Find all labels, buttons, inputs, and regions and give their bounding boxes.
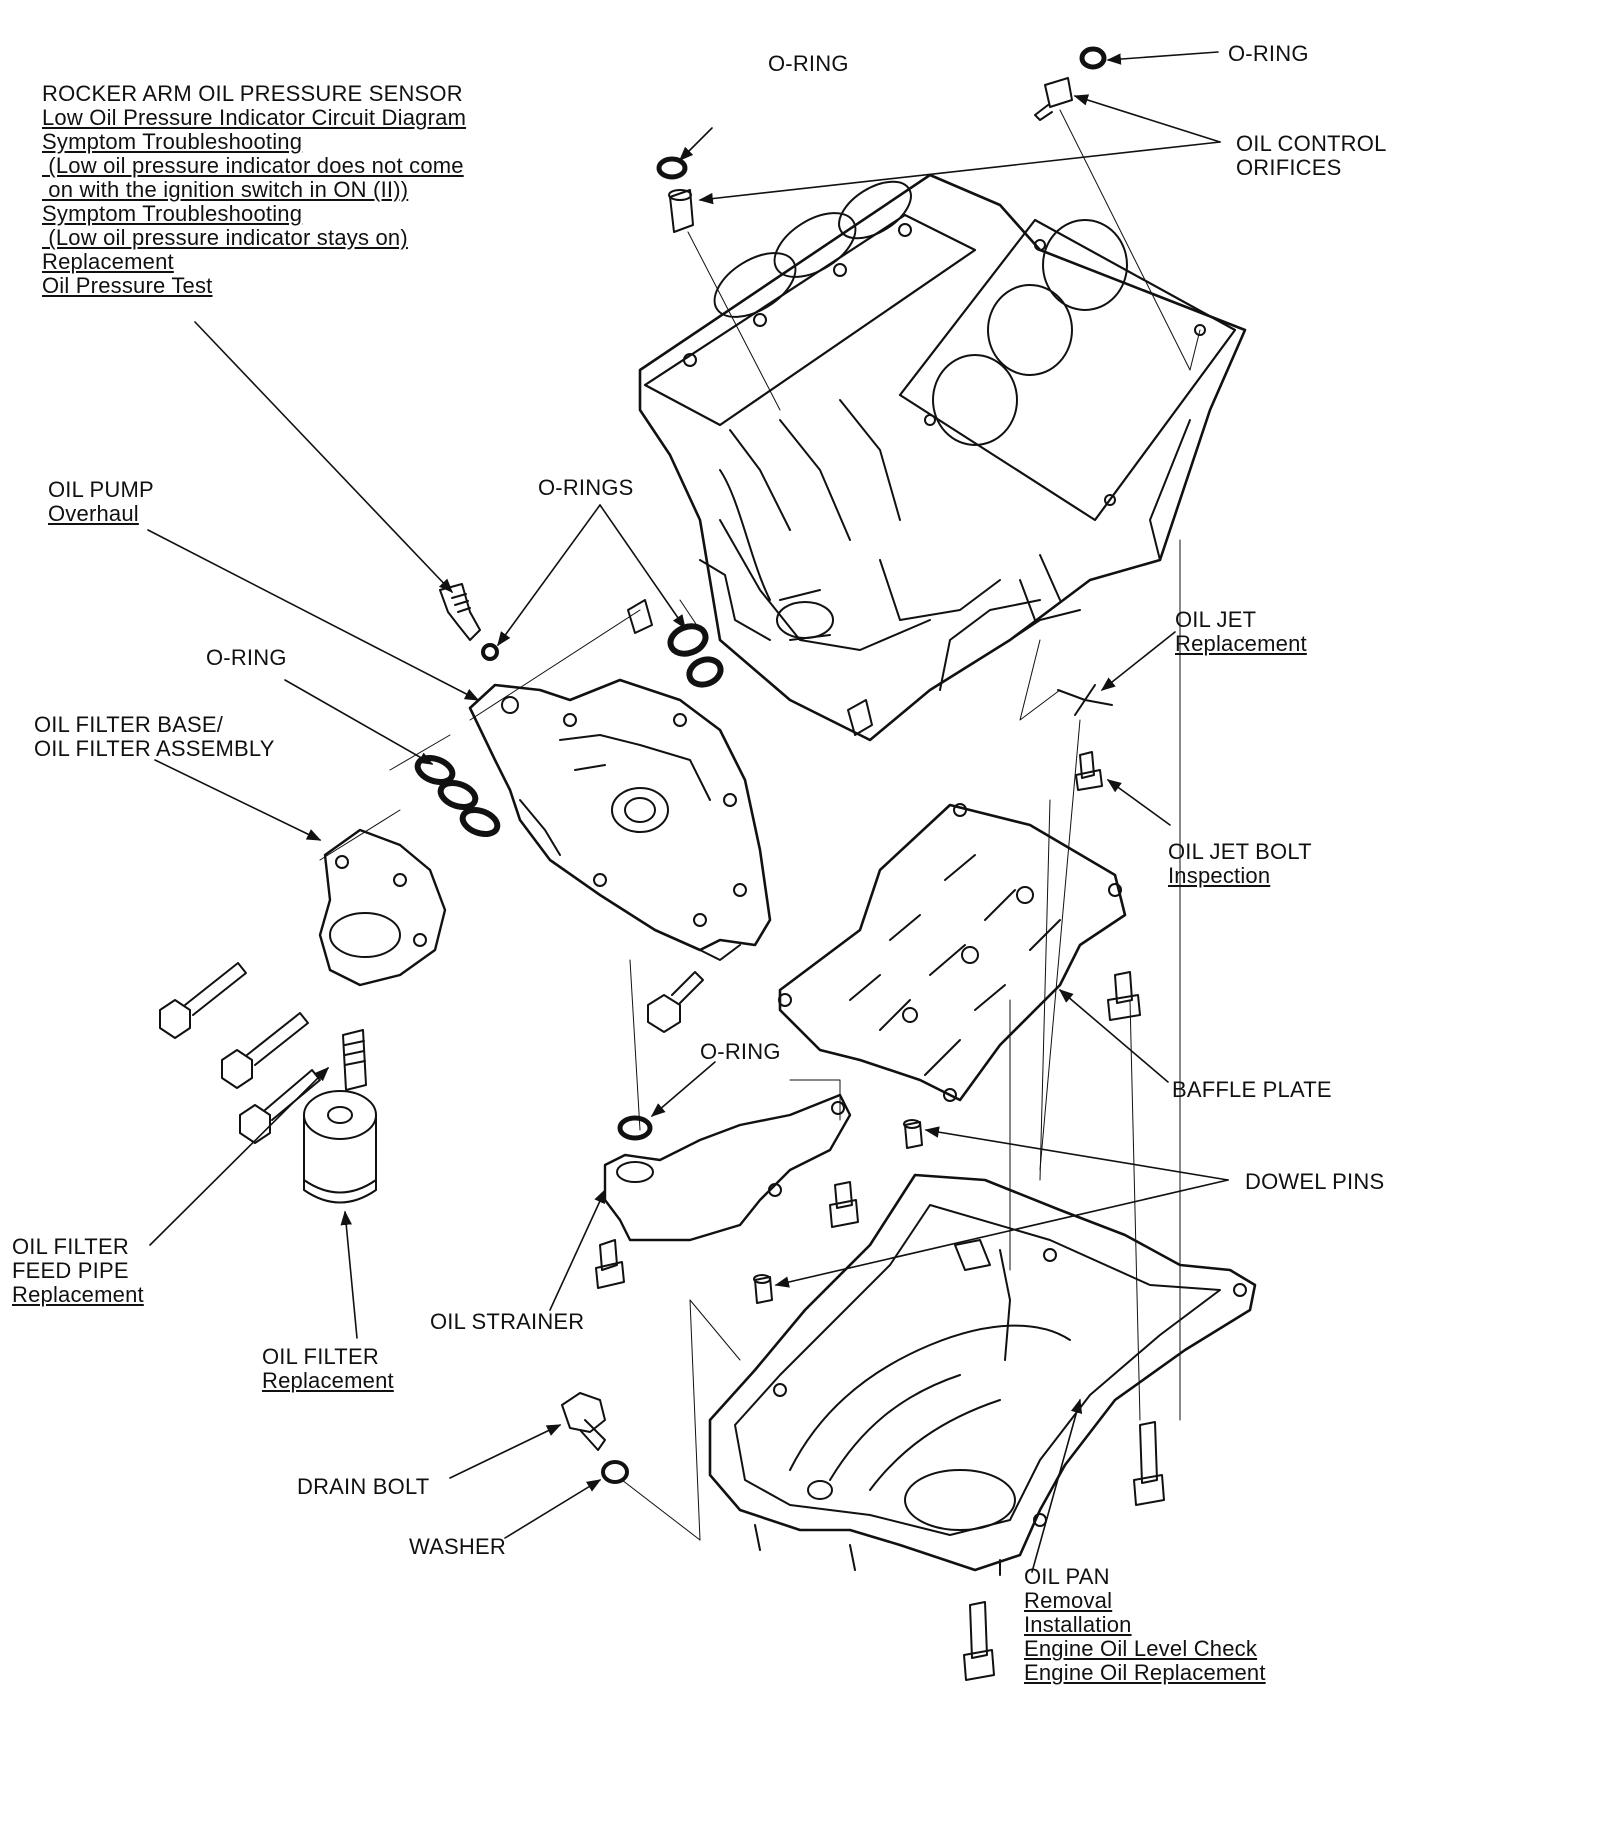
link-oil-pump-overhaul[interactable]: Overhaul (48, 501, 139, 526)
feed-pipe-line-2: FEED PIPE (12, 1258, 129, 1283)
label-rocker-arm-oil-pressure-sensor: ROCKER ARM OIL PRESSURE SENSOR Low Oil P… (42, 82, 466, 298)
label-washer: WASHER (409, 1534, 506, 1559)
baffle-bolt (1107, 971, 1141, 1021)
oil-pressure-sensor (439, 583, 499, 661)
oil-filter (303, 1090, 377, 1204)
oil-filter-title: OIL FILTER (262, 1344, 379, 1369)
feed-pipe-line-1: OIL FILTER (12, 1234, 129, 1259)
engine-block (638, 173, 1247, 742)
label-dowel-pins: DOWEL PINS (1245, 1169, 1385, 1194)
link-engine-oil-level-check[interactable]: Engine Oil Level Check (1024, 1636, 1258, 1661)
label-oil-control-orifices: OIL CONTROL ORIFICES (1236, 132, 1387, 180)
label-oil-strainer: OIL STRAINER (430, 1309, 585, 1334)
left-orings (414, 754, 501, 838)
label-o-ring-top: O-RING (768, 51, 849, 76)
link-symptom-troubleshooting-1[interactable]: Symptom Troubleshooting (42, 129, 303, 154)
pump-bolt (647, 971, 704, 1033)
oil-jet-bolt-title: OIL JET BOLT (1168, 839, 1312, 864)
label-oil-jet: OIL JET Replacement (1175, 608, 1307, 656)
link-symptom-troubleshooting-2-detail[interactable]: (Low oil pressure indicator stays on) (42, 225, 408, 250)
label-oil-filter-base: OIL FILTER BASE/ OIL FILTER ASSEMBLY (34, 713, 275, 761)
oil-jet-title: OIL JET (1175, 607, 1257, 632)
oil-pump-title: OIL PUMP (48, 477, 154, 502)
oil-pan-bolts (963, 1421, 1165, 1681)
link-circuit-diagram[interactable]: Low Oil Pressure Indicator Circuit Diagr… (42, 105, 467, 130)
link-feed-pipe-replacement[interactable]: Replacement (12, 1282, 144, 1307)
oil-control-orifices-line-1: OIL CONTROL (1236, 131, 1387, 156)
rocker-sensor-title: ROCKER ARM OIL PRESSURE SENSOR (42, 81, 463, 106)
label-oil-filter: OIL FILTER Replacement (262, 1345, 394, 1393)
leader-lines (147, 51, 1229, 1573)
link-engine-oil-replacement[interactable]: Engine Oil Replacement (1024, 1660, 1266, 1685)
link-oil-jet-replacement[interactable]: Replacement (1175, 631, 1307, 656)
oil-filter-base-line-2: OIL FILTER ASSEMBLY (34, 736, 275, 761)
oil-pan-title: OIL PAN (1024, 1564, 1110, 1589)
label-oil-jet-bolt: OIL JET BOLT Inspection (1168, 840, 1312, 888)
link-sensor-replacement[interactable]: Replacement (42, 249, 174, 274)
dowel-pins (753, 1119, 923, 1304)
label-o-ring-top-right: O-RING (1228, 41, 1309, 66)
label-oil-filter-feed-pipe: OIL FILTER FEED PIPE Replacement (12, 1235, 144, 1307)
drain-bolt (561, 1392, 629, 1484)
link-oil-pan-removal[interactable]: Removal (1024, 1588, 1113, 1613)
oil-filter-base (318, 828, 447, 987)
label-baffle-plate: BAFFLE PLATE (1172, 1077, 1332, 1102)
link-symptom-troubleshooting-1-detail-b[interactable]: on with the ignition switch in ON (II)) (42, 177, 409, 202)
alignment-lines (319, 109, 1201, 1541)
oil-control-orifices-line-2: ORIFICES (1236, 155, 1342, 180)
label-oil-pump: OIL PUMP Overhaul (48, 478, 154, 526)
link-symptom-troubleshooting-1-detail-a[interactable]: (Low oil pressure indicator does not com… (42, 153, 464, 178)
filter-base-bolts (159, 962, 367, 1144)
baffle-plate (778, 803, 1127, 1102)
link-oil-pan-installation[interactable]: Installation (1024, 1612, 1132, 1637)
oil-strainer (595, 1093, 859, 1289)
oil-jet (1057, 684, 1113, 791)
label-o-rings-mid: O-RINGS (538, 475, 634, 500)
label-o-ring-left: O-RING (206, 645, 287, 670)
oil-pan (708, 1173, 1257, 1576)
link-oil-filter-replacement[interactable]: Replacement (262, 1368, 394, 1393)
oil-pump (468, 678, 772, 961)
oil-filter-base-line-1: OIL FILTER BASE/ (34, 712, 224, 737)
label-oil-pan: OIL PAN Removal Installation Engine Oil … (1024, 1565, 1266, 1685)
label-o-ring-strainer: O-RING (700, 1039, 781, 1064)
label-drain-bolt: DRAIN BOLT (297, 1474, 430, 1499)
top-small-parts (656, 46, 1107, 233)
mid-orings (627, 599, 873, 736)
link-oil-pressure-test[interactable]: Oil Pressure Test (42, 273, 213, 298)
link-symptom-troubleshooting-2[interactable]: Symptom Troubleshooting (42, 201, 303, 226)
link-oil-jet-bolt-inspection[interactable]: Inspection (1168, 863, 1271, 888)
